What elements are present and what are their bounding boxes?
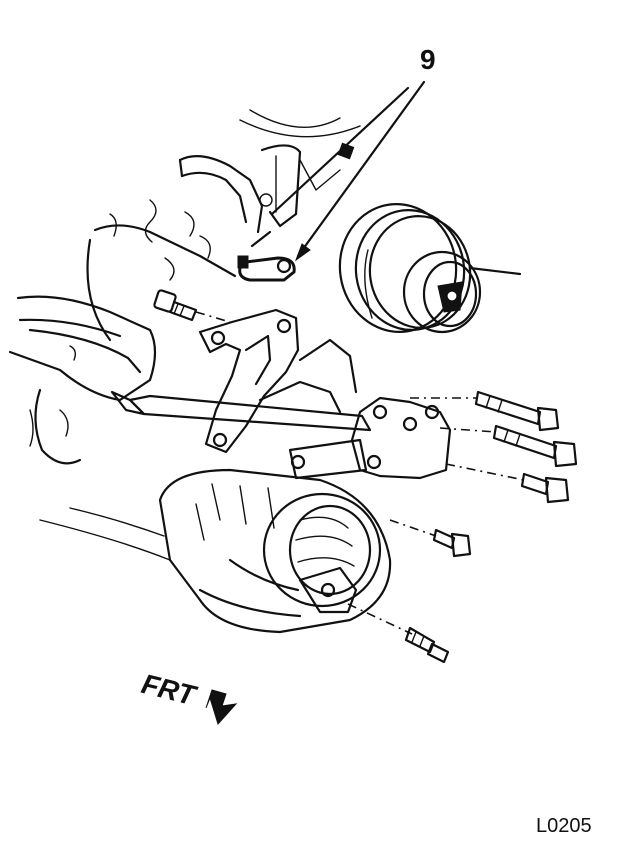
- bracket-bolt-3: [445, 463, 570, 504]
- pivot-stud: [347, 603, 450, 664]
- alternator-bolt: [389, 519, 472, 558]
- front-arrow-icon: [205, 689, 238, 725]
- callout-number: 9: [420, 44, 436, 75]
- lower-support-bar: [110, 390, 372, 432]
- callout-9-leader: [270, 80, 426, 262]
- bracket-bolt-1: [410, 390, 560, 432]
- alternator-housing: [39, 468, 392, 634]
- pump-mounting-bracket: [288, 338, 452, 480]
- power-steering-pulley: [338, 203, 522, 334]
- figure-code: L0205: [536, 815, 592, 837]
- left-bracket-bolt: [153, 289, 231, 323]
- main-mounting-bracket: [198, 308, 342, 454]
- engine-block-outline: [8, 199, 237, 465]
- bracket-bolt-2: [439, 424, 578, 468]
- adjuster-link-part-9: [237, 230, 296, 282]
- upper-hose-assembly: [178, 109, 361, 234]
